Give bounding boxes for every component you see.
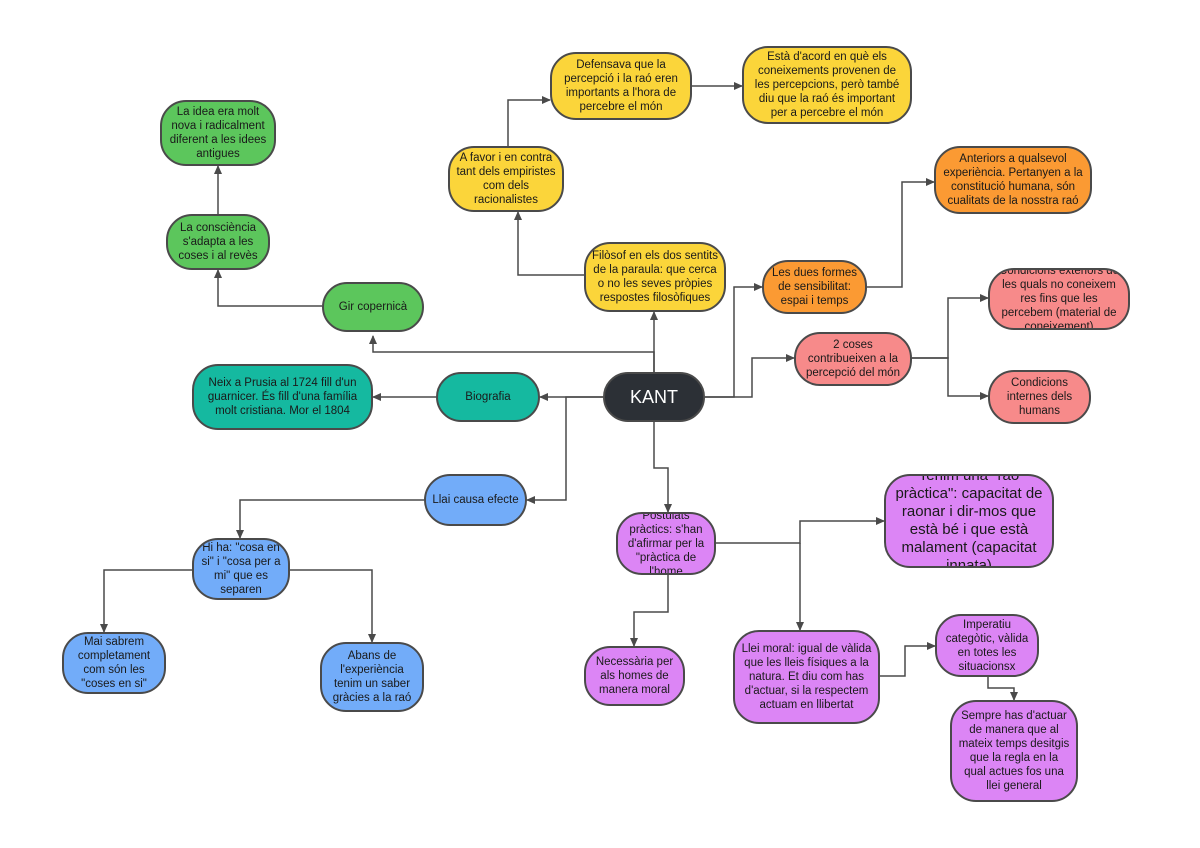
connector-hiha-mai	[100, 569, 192, 633]
connector-kant-doscoses	[705, 354, 795, 398]
node-dos-coses-label: 2 coses contribueixen a la percepció del…	[806, 339, 900, 379]
connector-formes-anteriors	[867, 178, 935, 288]
node-rao-practica-label: Tenim una "raó pràctica": capacitat de r…	[895, 474, 1043, 568]
node-neix-label: Neix a Prusia al 1724 fill d'un guarnice…	[207, 377, 358, 417]
node-sempre-label: Sempre has d'actuar de manera que al mat…	[958, 710, 1070, 792]
node-imperatiu-label: Imperatiu categòtic, vàlida en totes les…	[945, 618, 1029, 673]
connector-kant-postulats	[653, 422, 672, 513]
connector-doscoses-int	[912, 357, 989, 400]
node-condicions-exteriors-label: Condicions exteriors de les quals no con…	[998, 268, 1120, 330]
node-llei-moral[interactable]: Llei moral: igual de vàlida que les llei…	[733, 630, 880, 724]
node-abans[interactable]: Abans de l'experiència tenim un saber gr…	[320, 642, 424, 712]
node-consciencia-label: La consciència s'adapta a les coses i al…	[178, 222, 258, 262]
node-postulats[interactable]: Postulats pràctics: s'han d'afirmar per …	[616, 512, 716, 575]
node-dues-formes[interactable]: Les dues formes de sensibilitat: espai i…	[762, 260, 867, 314]
connector-hiha-abans	[290, 569, 376, 643]
node-dos-coses[interactable]: 2 coses contribueixen a la percepció del…	[794, 332, 912, 386]
node-gir-copernica-label: Gir copernicà	[338, 301, 408, 313]
node-defensava[interactable]: Defensava que la percepció i la raó eren…	[550, 52, 692, 120]
node-condicions-exteriors[interactable]: Condicions exteriors de les quals no con…	[988, 268, 1130, 330]
node-filosof[interactable]: Filòsof en els dos sentits de la paraula…	[584, 242, 726, 312]
node-consciencia[interactable]: La consciència s'adapta a les coses i al…	[166, 214, 270, 270]
node-hi-ha-label: Hi ha: "cosa en si" i "cosa per a mi" qu…	[201, 542, 281, 596]
node-llei-moral-label: Llei moral: igual de vàlida que les llei…	[741, 643, 872, 711]
node-mai-sabrem-label: Mai sabrem completament com són les "cos…	[77, 636, 151, 690]
connector-kant-llei	[526, 396, 603, 504]
connector-afavor-defensava	[507, 96, 551, 146]
connector-llei-hiha	[236, 499, 424, 539]
node-sempre[interactable]: Sempre has d'actuar de manera que al mat…	[950, 700, 1078, 802]
connector-filosof-afavor	[514, 211, 584, 276]
node-imperatiu[interactable]: Imperatiu categòtic, vàlida en totes les…	[935, 614, 1039, 677]
node-abans-label: Abans de l'experiència tenim un saber gr…	[332, 650, 412, 704]
node-biografia[interactable]: Biografia	[436, 372, 540, 422]
node-idea-nova-label: La idea era molt nova i radicalment dife…	[169, 106, 267, 160]
node-a-favor[interactable]: A favor i en contra tant dels empiristes…	[448, 146, 564, 212]
connector-lleimoral-imperatiu	[880, 642, 936, 677]
node-rao-practica[interactable]: Tenim una "raó pràctica": capacitat de r…	[884, 474, 1054, 568]
connector-postulats-necessaria	[630, 575, 669, 647]
node-biografia-label: Biografia	[465, 391, 511, 403]
node-neix[interactable]: Neix a Prusia al 1724 fill d'un guarnice…	[192, 364, 373, 430]
connector-postulats-rao	[716, 517, 885, 544]
node-llei-causa-efecte[interactable]: Llai causa efecte	[424, 474, 527, 526]
connector-doscoses-ext	[912, 294, 989, 359]
central-node-kant[interactable]: KANT	[603, 372, 705, 422]
node-filosof-label: Filòsof en els dos sentits de la paraula…	[592, 250, 718, 304]
node-postulats-label: Postulats pràctics: s'han d'afirmar per …	[627, 512, 705, 575]
connector-gir-consciencia	[214, 269, 322, 307]
node-necessaria-label: Necessària per als homes de manera moral	[595, 656, 674, 696]
node-condicions-internes-label: Condicions internes dels humans	[1006, 377, 1073, 417]
node-necessaria[interactable]: Necessària per als homes de manera moral	[584, 646, 685, 706]
node-gir-copernica[interactable]: Gir copernicà	[322, 282, 424, 332]
central-node-label: KANT	[629, 387, 678, 407]
node-idea-nova[interactable]: La idea era molt nova i radicalment dife…	[160, 100, 276, 166]
node-hi-ha[interactable]: Hi ha: "cosa en si" i "cosa per a mi" qu…	[192, 538, 290, 600]
node-mai-sabrem[interactable]: Mai sabrem completament com són les "cos…	[62, 632, 166, 694]
node-acord[interactable]: Està d'acord en què els coneixements pro…	[742, 46, 912, 124]
node-llei-causa-efecte-label: Llai causa efecte	[432, 494, 519, 506]
connector-imperatiu-sempre	[987, 677, 1018, 701]
node-a-favor-label: A favor i en contra tant dels empiristes…	[456, 152, 556, 206]
node-acord-label: Està d'acord en què els coneixements pro…	[754, 51, 900, 119]
connector-kant-gir	[369, 335, 655, 372]
node-condicions-internes[interactable]: Condicions internes dels humans	[988, 370, 1091, 424]
node-defensava-label: Defensava que la percepció i la raó eren…	[564, 59, 678, 113]
node-anteriors[interactable]: Anteriors a qualsevol experiència. Perta…	[934, 146, 1092, 214]
node-anteriors-label: Anteriors a qualsevol experiència. Perta…	[943, 153, 1083, 207]
node-dues-formes-label: Les dues formes de sensibilitat: espai i…	[771, 267, 857, 307]
